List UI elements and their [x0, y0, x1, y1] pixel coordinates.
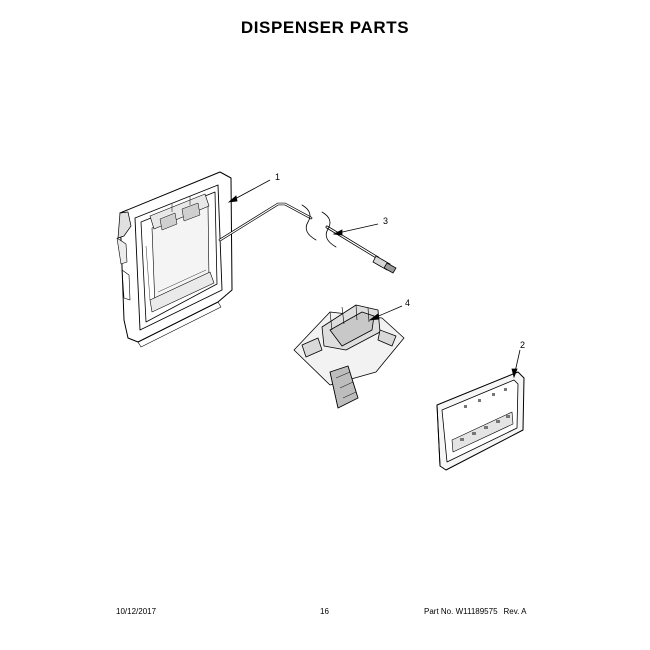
callout-3: 3	[383, 216, 388, 226]
panel-buttons	[460, 388, 510, 441]
control-panel-part	[436, 371, 525, 471]
footer-part-info: Part No. W11189575 Rev. A	[424, 607, 527, 616]
dispenser-actuator-part	[293, 304, 405, 409]
footer-revision: Rev. A	[503, 607, 527, 616]
page-title: DISPENSER PARTS	[240, 18, 410, 37]
footer-date: 10/12/2017	[116, 607, 157, 616]
callout-4: 4	[405, 298, 410, 308]
callout-leaders	[227, 179, 521, 379]
footer-page-number: 16	[320, 607, 329, 616]
dispenser-housing-part	[116, 171, 233, 348]
callout-2: 2	[520, 340, 525, 350]
callout-1: 1	[275, 172, 280, 182]
tube-fitting	[372, 255, 397, 274]
footer-part-number: Part No. W11189575	[424, 607, 498, 616]
water-tube-part	[218, 202, 397, 274]
